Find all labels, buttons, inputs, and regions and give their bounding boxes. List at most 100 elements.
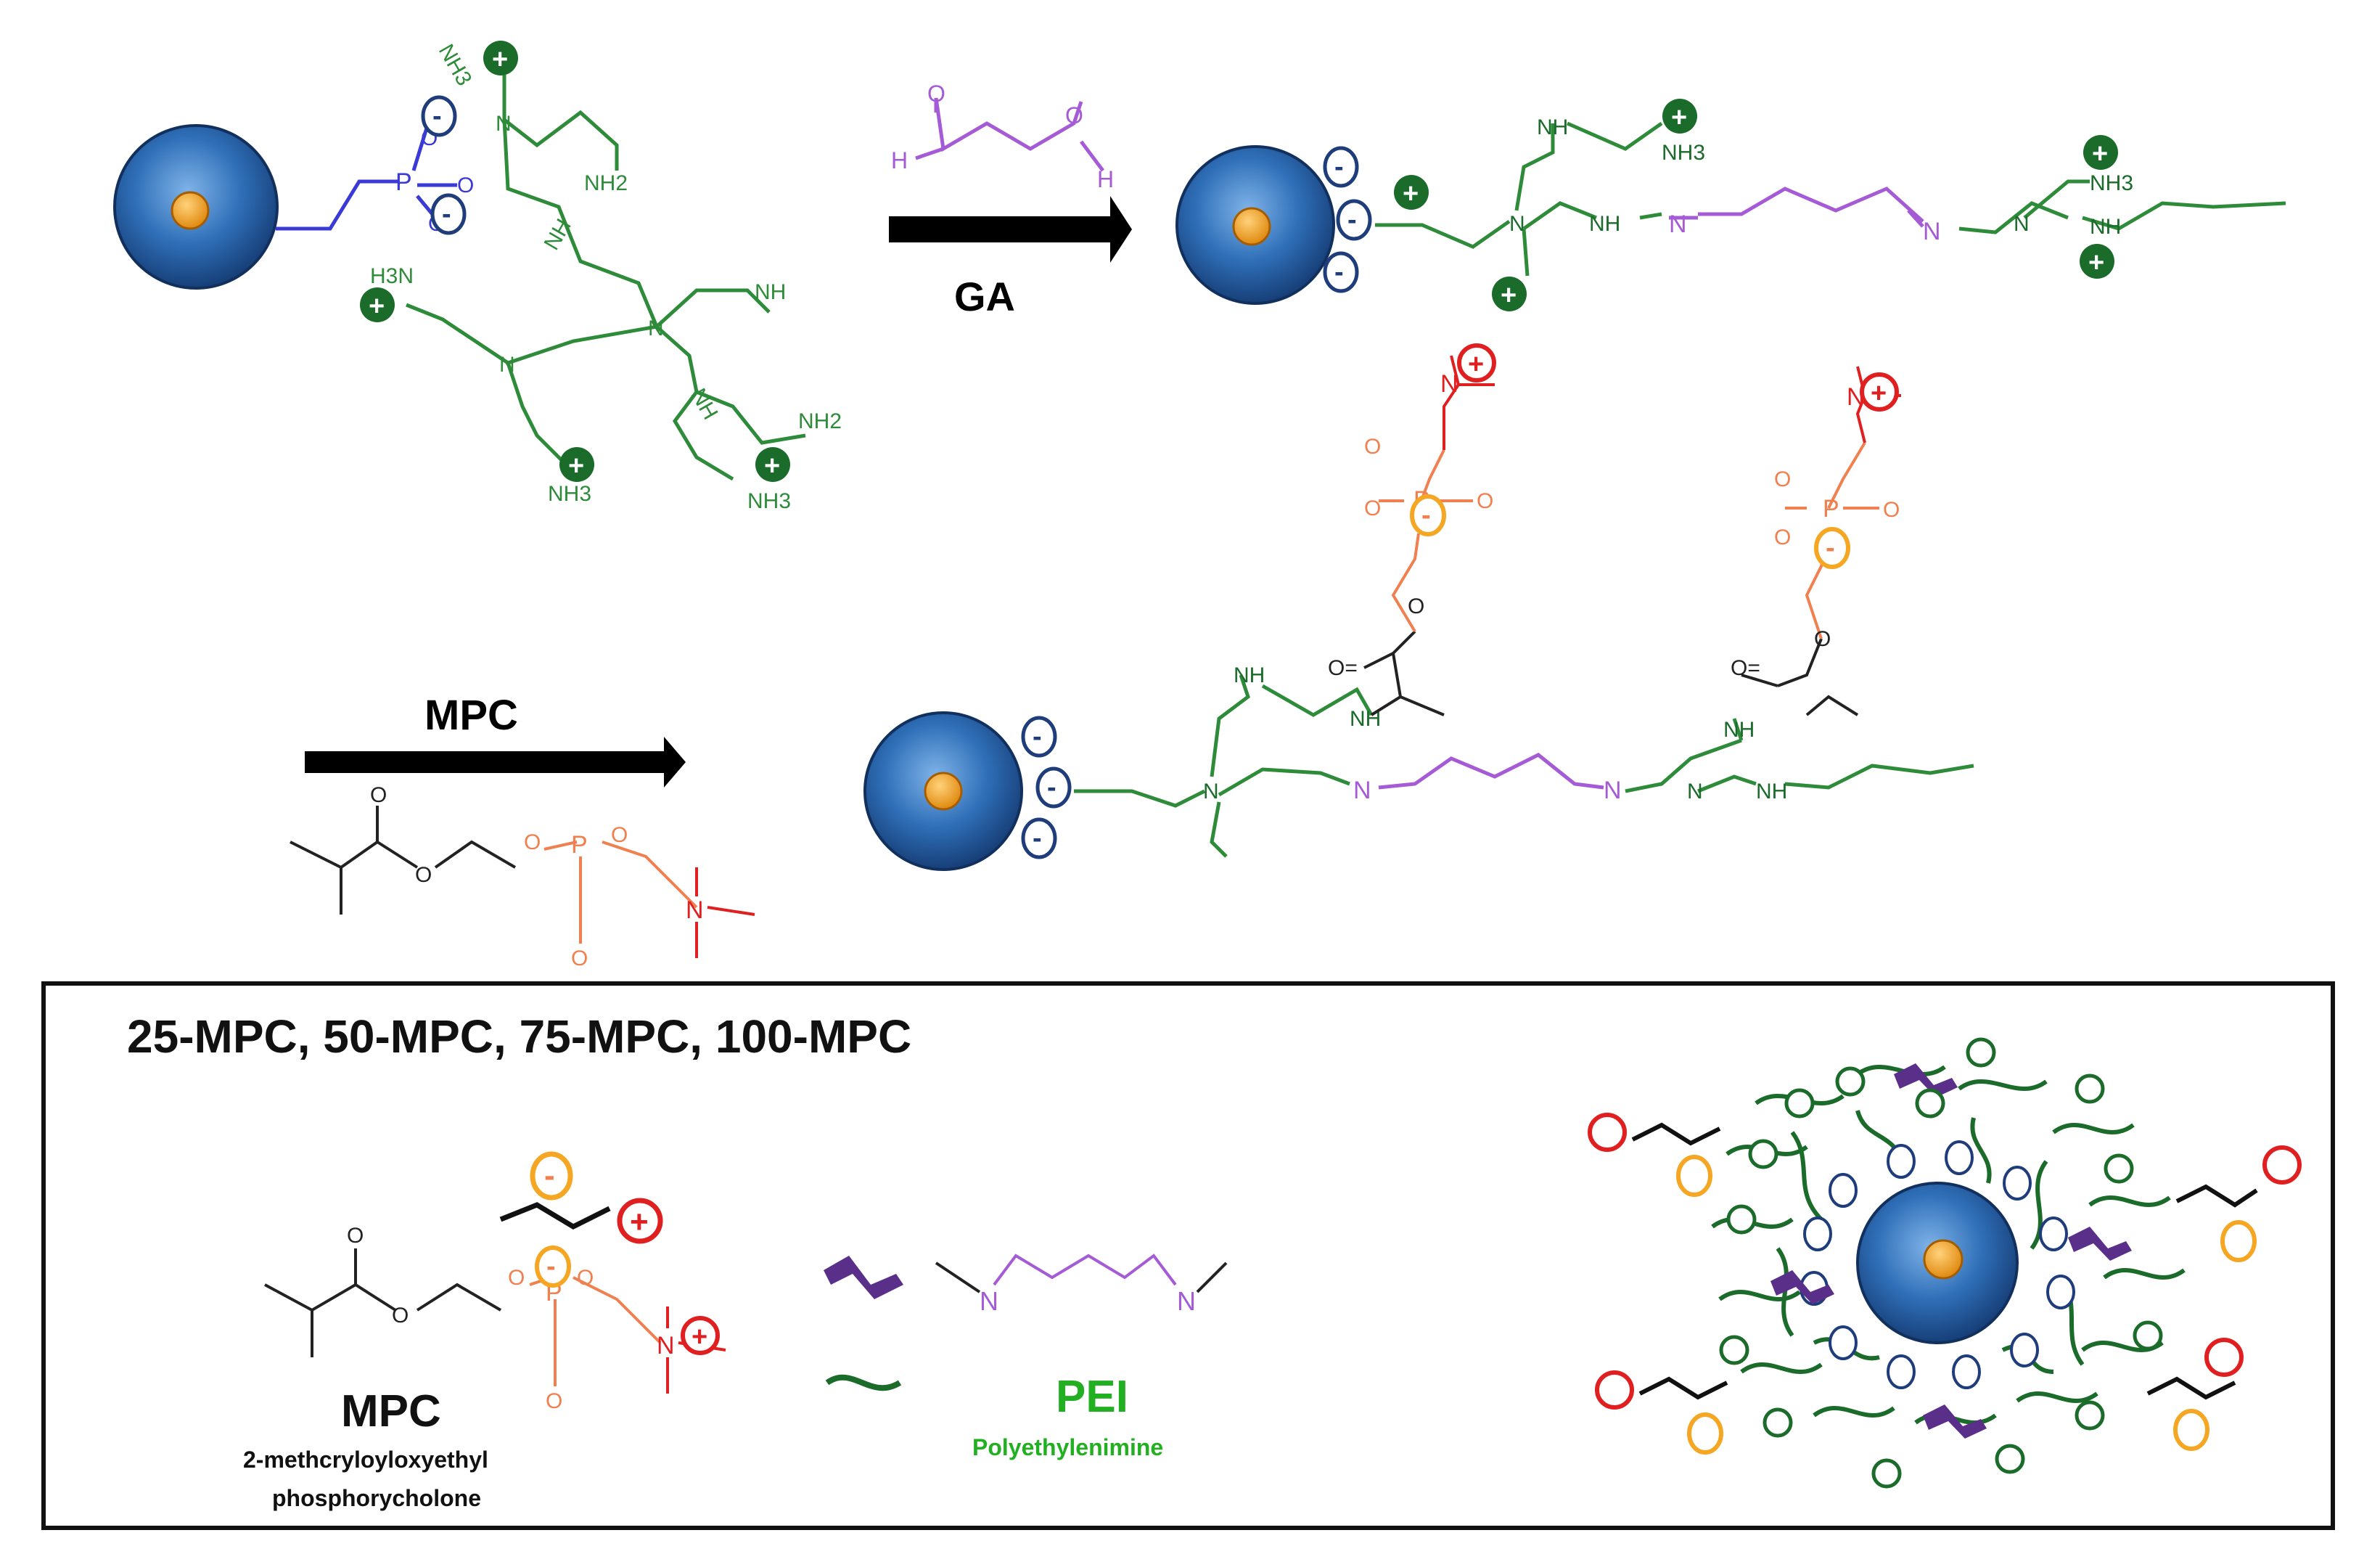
int-atom-NH-a: NH (1537, 115, 1568, 139)
mpc1-anion: - (1410, 494, 1446, 536)
cation-intermediate-5: + (2080, 244, 2114, 279)
mpc2-anion: - (1814, 527, 1850, 569)
fin-atom-N-a: N (1203, 780, 1219, 803)
legend-mpc-O-4: O (577, 1266, 594, 1290)
mpc1-O-5: O (1364, 496, 1381, 520)
anion-intermediate-2: - (1336, 199, 1372, 241)
cation-intermediate-2: + (1492, 277, 1527, 311)
final-nanoparticle (863, 711, 1023, 871)
svg-text:+: + (2088, 248, 2104, 278)
svg-text:+: + (492, 44, 508, 75)
mpc2-O-4: O (1883, 498, 1900, 522)
legend-mpc-O-2: O (392, 1304, 409, 1328)
intermediate-nanoparticle (1175, 145, 1335, 305)
mpc-arrow-label: MPC (424, 692, 518, 739)
outer-zwitterion-anions (1676, 1155, 2257, 1455)
svg-text:-: - (1033, 823, 1042, 854)
anion-intermediate-1: - (1323, 146, 1359, 188)
int-atom-NH-b: NH (1589, 212, 1620, 236)
legend-title: 25-MPC, 50-MPC, 75-MPC, 100-MPC (127, 1010, 911, 1063)
atom-O-2: O (457, 173, 474, 197)
cation-intermediate-4: + (2083, 135, 2118, 170)
ga-atom-H-1: H (891, 147, 908, 173)
svg-text:+: + (692, 1322, 707, 1352)
anion-charge-start-2: - (430, 193, 467, 235)
int-atom-N-d: N (2014, 212, 2030, 236)
anion-final-3: - (1021, 817, 1057, 859)
fin-atom-NH-c: NH (1756, 780, 1787, 803)
final-chain-green (1074, 674, 1974, 858)
legend-mpc-label: MPC (341, 1386, 441, 1436)
legend-mpc-O-3: O (508, 1266, 525, 1290)
mpc2-O-3: O (1774, 467, 1791, 491)
cation-charge-start-4: + (755, 447, 790, 482)
intermediate-chain-green (1375, 121, 2286, 277)
cation-intermediate-1: + (1394, 175, 1429, 210)
anion-final-1: - (1021, 716, 1057, 758)
pei-symbol (825, 1374, 902, 1391)
ga-atom-H-2: H (1097, 166, 1114, 192)
fin-atom-NH-a: NH (1234, 663, 1265, 687)
atom-NH-3: NH (686, 385, 722, 424)
ga-atom-O-2: O (1065, 102, 1083, 128)
outer-zwitterion-chains (1631, 1122, 2258, 1400)
mpc1-O-1: O= (1328, 656, 1358, 680)
anion-intermediate-3: - (1323, 251, 1359, 293)
mpc-reagent-P: P (571, 831, 588, 859)
legend-ga-N-1: N (980, 1286, 998, 1316)
atom-N-1: N (496, 112, 512, 136)
start-nanoparticle (113, 124, 279, 290)
legend-mpc-full-1: 2-methcryloyloxyethyl (243, 1447, 488, 1473)
legend-mpc-anion: - (535, 1246, 571, 1288)
mpc-reagent-O-4: O (611, 823, 628, 847)
atom-NH-2: NH (755, 280, 786, 304)
mpc1-O-4: O (1477, 489, 1493, 513)
legend-ga-structure (935, 1254, 1228, 1293)
svg-text:-: - (1347, 205, 1357, 235)
svg-text:+: + (1501, 280, 1517, 311)
legend-mpc-O-1: O (347, 1224, 364, 1248)
legend-ga-N-2: N (1177, 1286, 1196, 1316)
cation-intermediate-3: + (1662, 99, 1697, 134)
svg-text:+: + (369, 291, 385, 322)
mpc-reagent-N: N (686, 896, 704, 924)
mpc1-O-3: O (1364, 435, 1381, 459)
cation-charge-start-1: + (483, 41, 518, 75)
atom-NH3-1: NH3 (434, 40, 477, 89)
mpc1-cation: + (1457, 343, 1496, 383)
shell-crosslinkers (1770, 1063, 2132, 1439)
final-chain-purple (1378, 753, 1604, 790)
svg-text:-: - (1826, 533, 1835, 563)
svg-text:-: - (1047, 772, 1056, 803)
mpc2-cation: + (1860, 372, 1899, 412)
atom-NH3-2: NH3 (548, 482, 591, 506)
fin-atom-N-c: N (1604, 777, 1622, 804)
svg-text:-: - (544, 1158, 555, 1193)
atom-NH2-1: NH2 (584, 171, 628, 195)
mpc2-O-1: O= (1731, 656, 1760, 680)
mpc-reagent-O-5: O (571, 946, 588, 970)
svg-text:-: - (432, 101, 442, 131)
svg-text:-: - (546, 1251, 556, 1282)
legend-mpc-O-5: O (546, 1389, 562, 1413)
legend-pei-full: Polyethylenimine (972, 1434, 1163, 1460)
svg-text:+: + (568, 451, 584, 481)
pei-branches-start (406, 65, 806, 481)
cation-charge-start-2: + (360, 287, 395, 322)
mpc2-P: P (1823, 495, 1839, 523)
mpc-reagent-O-3: O (524, 830, 541, 854)
ga-label: GA (954, 274, 1015, 319)
svg-text:-: - (1334, 152, 1344, 182)
zwitterion-anion: - (530, 1151, 573, 1201)
int-atom-NH3-a: NH3 (1662, 141, 1705, 165)
cation-charge-start-3: + (559, 447, 594, 482)
anion-final-2: - (1035, 766, 1072, 809)
ga-reagent (915, 97, 1104, 172)
legend-mpc-full-2: phosphorycholone (272, 1485, 481, 1511)
int-atom-N-a: N (1509, 212, 1525, 236)
mpc1-O-2: O (1408, 594, 1424, 618)
svg-text:+: + (1671, 102, 1687, 133)
mpc-reagent-structure (290, 806, 755, 958)
atom-NH2-2: NH2 (798, 409, 842, 433)
svg-text:+: + (1468, 349, 1484, 380)
